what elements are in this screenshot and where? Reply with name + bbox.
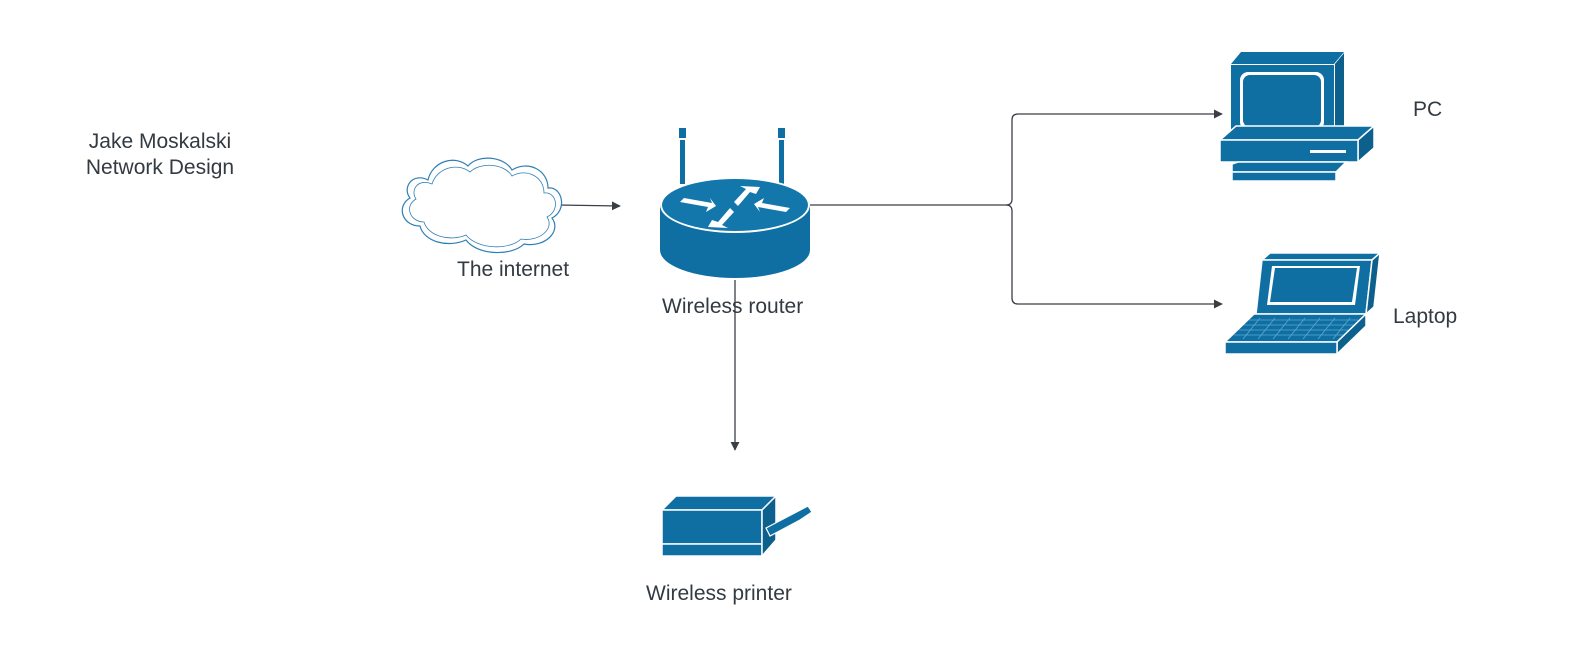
printer-label: Wireless printer bbox=[646, 582, 792, 605]
title-line-1: Jake Moskalski bbox=[88, 130, 232, 153]
connector-router-laptop bbox=[1005, 204, 1223, 309]
pc-label: PC bbox=[1413, 98, 1443, 121]
diagram-title: Jake Moskalski Network Design bbox=[60, 129, 260, 181]
printer-icon bbox=[660, 494, 813, 558]
router-icon bbox=[660, 128, 810, 278]
laptop-icon bbox=[1223, 251, 1382, 356]
connector-router-pc bbox=[810, 109, 1223, 206]
laptop-label: Laptop bbox=[1393, 305, 1458, 328]
internet-label: The internet bbox=[457, 258, 570, 281]
desktop-computer-icon bbox=[1218, 50, 1376, 182]
router-label: Wireless router bbox=[662, 295, 804, 318]
title-line-2: Network Design bbox=[85, 156, 235, 179]
cloud-icon bbox=[401, 157, 563, 254]
connector-internet-router bbox=[557, 201, 621, 211]
